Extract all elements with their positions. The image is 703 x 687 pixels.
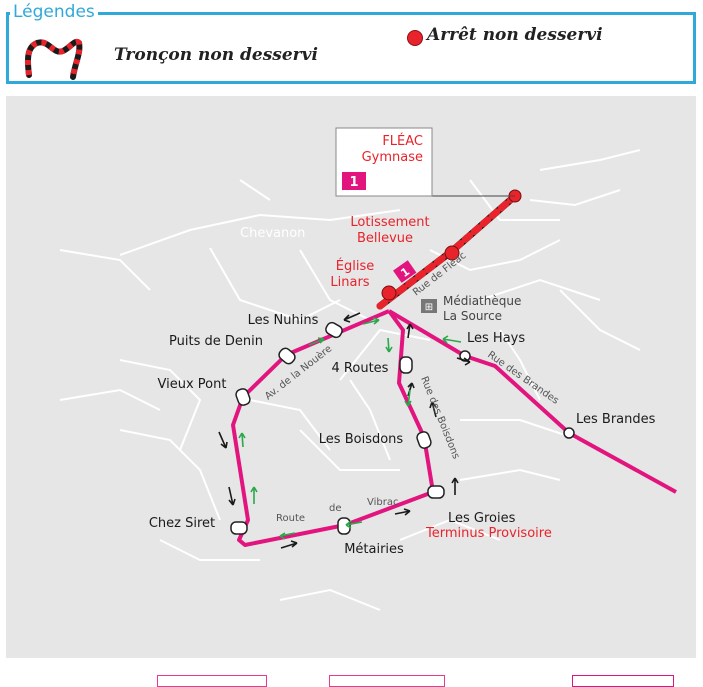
stop-label-puits-de-denin: Puits de Denin: [169, 334, 263, 349]
stop-les-boisdons[interactable]: [416, 430, 433, 449]
unserved-stop-lotissement[interactable]: [444, 245, 460, 261]
stop-label-chez-siret: Chez Siret: [149, 516, 215, 531]
unserved-stop-icon: [407, 30, 423, 46]
stop-label-metairies: Métairies: [344, 542, 404, 557]
place-eglise-line1: Église: [336, 258, 374, 274]
stop-les-groies[interactable]: [427, 485, 445, 499]
place-chevanon: Chevanon: [240, 226, 305, 241]
street-vibrac: Vibrac: [367, 497, 398, 508]
legend-unserved-section-label: Tronçon non desservi: [114, 45, 318, 65]
legend-unserved-stop-label: Arrêt non desservi: [427, 25, 603, 45]
place-mediatheque-line2: La Source: [443, 309, 502, 323]
street-de: de: [329, 503, 342, 514]
map-canvas[interactable]: FLÉAC Gymnase 1 1 Chevanon Lotissement B…: [6, 96, 696, 658]
stop-les-brandes[interactable]: [563, 427, 575, 439]
background-roads: [59, 149, 641, 611]
bus-route-line: [231, 309, 677, 547]
street-rue-des-brandes: Rue des Brandes: [485, 349, 560, 406]
stop-label-les-boisdons: Les Boisdons: [319, 432, 404, 447]
legend-box: Tronçon non desservi Arrêt non desservi: [6, 12, 696, 84]
stop-chez-siret[interactable]: [230, 521, 248, 535]
library-icon: [421, 299, 437, 313]
stop-label-terminus-provisoire: Terminus Provisoire: [425, 526, 552, 541]
stop-label-les-hays: Les Hays: [467, 331, 525, 346]
unserved-stop-eglise[interactable]: [381, 285, 397, 301]
terminus-stop: Gymnase: [362, 150, 423, 165]
stop-label-vieux-pont: Vieux Pont: [158, 377, 227, 392]
stop-les-nuhins[interactable]: [324, 321, 344, 339]
stop-vieux-pont[interactable]: [235, 387, 252, 406]
place-lotissement-line1: Lotissement: [350, 215, 429, 230]
bottom-box-2: [329, 675, 445, 687]
stop-label-4-routes: 4 Routes: [332, 361, 389, 376]
line-badge: 1: [393, 260, 417, 283]
stop-label-les-nuhins: Les Nuhins: [248, 313, 319, 328]
bus-stops: [230, 321, 575, 535]
street-route: Route: [276, 513, 305, 524]
stop-4-routes[interactable]: [399, 356, 413, 374]
stop-label-les-brandes: Les Brandes: [576, 412, 656, 427]
legend-title: Légendes: [10, 2, 98, 22]
unserved-section-icon: [25, 39, 83, 80]
place-eglise-line2: Linars: [330, 275, 369, 290]
bottom-box-3: [572, 675, 674, 687]
stop-puits-de-denin[interactable]: [277, 346, 297, 365]
terminus-line-badge: 1: [349, 175, 358, 190]
terminus-name: FLÉAC: [382, 133, 423, 149]
place-mediatheque-line1: Médiathèque: [443, 294, 521, 308]
bottom-box-1: [157, 675, 267, 687]
stop-label-les-groies: Les Groies: [448, 511, 516, 526]
direction-arrows: [218, 312, 471, 549]
map[interactable]: FLÉAC Gymnase 1 1 Chevanon Lotissement B…: [6, 96, 696, 658]
place-lotissement-line2: Bellevue: [357, 231, 413, 246]
svg-text:⊞: ⊞: [425, 302, 433, 313]
terminus-box: FLÉAC Gymnase 1: [335, 127, 515, 197]
stop-metairies[interactable]: [337, 517, 351, 535]
